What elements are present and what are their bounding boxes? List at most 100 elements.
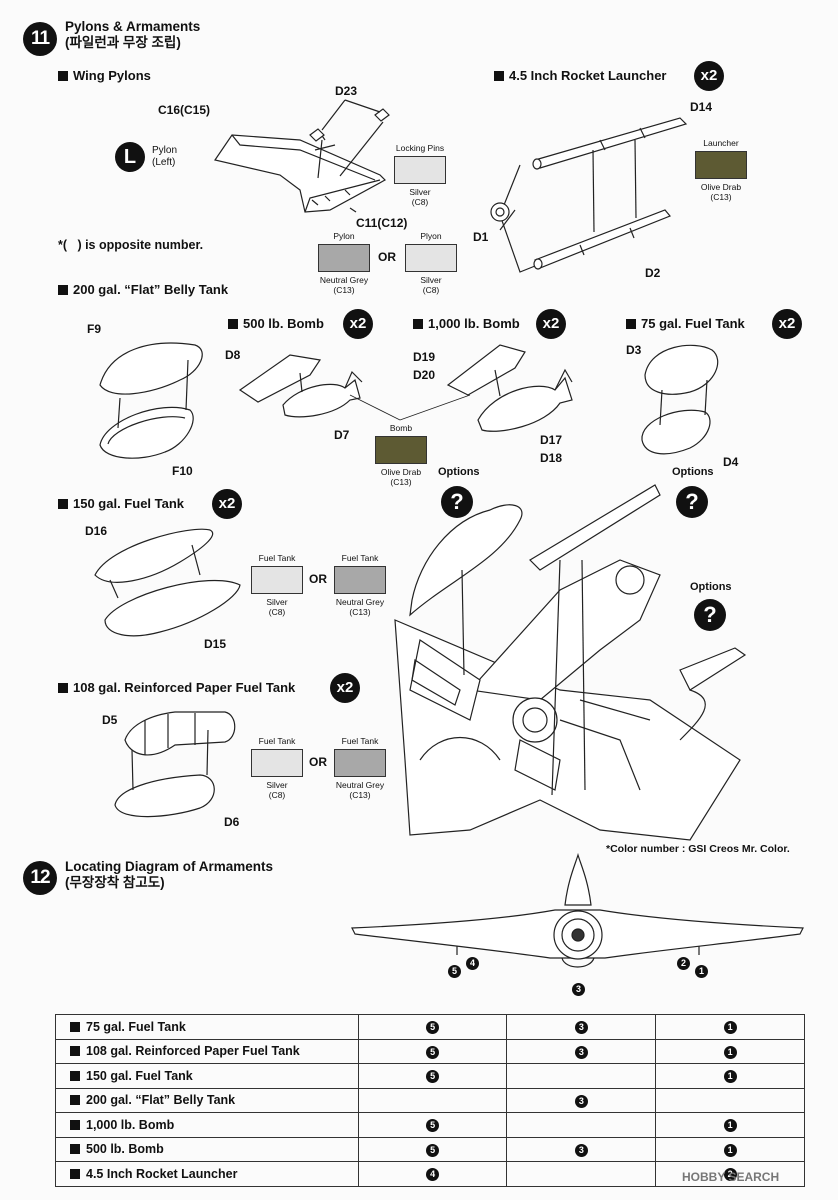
- armament-name-cell: 150 gal. Fuel Tank: [55, 1063, 359, 1089]
- options-label-2: Options: [672, 466, 714, 478]
- armament-name-cell: 4.5 Inch Rocket Launcher: [55, 1161, 359, 1187]
- step-12-title: Locating Diagram of Armaments (무장장착 참고도): [65, 859, 273, 891]
- aircraft-underside-drawing: [394, 484, 747, 841]
- station-3-marker: 3: [572, 983, 585, 996]
- tank150-heading: 150 gal. Fuel Tank: [58, 496, 184, 511]
- bullet-square-icon: [70, 1168, 80, 1179]
- part-d19: D19: [413, 350, 436, 364]
- swatch-label: Locking Pins: [395, 143, 445, 153]
- launcher-olive-drab-swatch: Launcher Olive Drab (C13): [690, 138, 752, 202]
- part-d7: D7: [334, 428, 350, 442]
- bullet-square-icon: [70, 1046, 80, 1057]
- armament-name: 200 gal. “Flat” Belly Tank: [86, 1093, 236, 1108]
- station-cell: 5: [357, 1038, 508, 1064]
- station-cell: [655, 1087, 805, 1113]
- swatch-label: Plyon: [420, 231, 442, 241]
- station-cell: 1: [655, 1112, 805, 1138]
- bullet-square-icon: [58, 285, 68, 295]
- swatch-color-name: Neutral Grey: [335, 597, 385, 607]
- swatch-color-name: Neutral Grey: [319, 275, 369, 285]
- bullet-square-icon: [70, 1144, 80, 1155]
- station-cell: 4: [357, 1161, 508, 1187]
- step-number-11: 11: [23, 22, 57, 56]
- bullet-square-icon: [413, 319, 423, 329]
- station-cell: [506, 1063, 657, 1089]
- tank150-drawing: [94, 528, 241, 637]
- step-11-subtitle: (파일런과 무장 조립): [65, 35, 181, 50]
- station-number-icon: 1: [723, 1045, 737, 1059]
- part-d2: D2: [645, 266, 661, 280]
- swatch-color-code: (C8): [268, 790, 286, 800]
- step-number-12: 12: [23, 861, 57, 895]
- tank75-drawing: [641, 344, 719, 455]
- bomb1000-heading: 1,000 lb. Bomb: [413, 316, 520, 331]
- tank108-heading-text: 108 gal. Reinforced Paper Fuel Tank: [73, 680, 296, 695]
- swatch-color-code: (C13): [710, 192, 732, 202]
- station-number-icon: 3: [574, 1021, 588, 1035]
- station-cell: 5: [357, 1014, 508, 1040]
- part-d19-d20: D19 D20: [413, 348, 435, 384]
- part-d20: D20: [413, 368, 436, 382]
- station-cell: 1: [655, 1038, 805, 1064]
- part-d16: D16: [85, 524, 108, 538]
- part-d3: D3: [626, 343, 642, 357]
- armament-name: 4.5 Inch Rocket Launcher: [86, 1166, 238, 1181]
- color-chip: [375, 436, 427, 464]
- tank150-neutral-grey-swatch: Fuel Tank Neutral Grey (C13): [329, 553, 391, 617]
- station-cell: 3: [506, 1014, 657, 1040]
- station-number-icon: 1: [723, 1021, 737, 1035]
- swatch-color-code: (C13): [349, 607, 371, 617]
- tank150-heading-text: 150 gal. Fuel Tank: [73, 496, 185, 511]
- swatch-label: Fuel Tank: [258, 736, 296, 746]
- station-5-marker: 5: [448, 965, 461, 978]
- bomb500-heading: 500 lb. Bomb: [228, 316, 324, 331]
- step-12-title-text: Locating Diagram of Armaments: [65, 859, 274, 874]
- swatch-label: Launcher: [703, 138, 739, 148]
- part-d15: D15: [204, 637, 227, 651]
- tank108-heading: 108 gal. Reinforced Paper Fuel Tank: [58, 680, 295, 695]
- pylon-neutral-grey-swatch: Pylon Neutral Grey (C13): [313, 231, 375, 295]
- swatch-color-code: (C13): [333, 285, 355, 295]
- color-chip: [334, 566, 386, 594]
- station-number-icon: 5: [426, 1045, 440, 1059]
- or-label: OR: [309, 572, 327, 586]
- bullet-square-icon: [58, 499, 68, 509]
- swatch-label: Fuel Tank: [341, 553, 379, 563]
- part-d17: D17: [540, 433, 563, 447]
- left-pylon-badge: L: [115, 142, 145, 172]
- station-number-icon: 5: [426, 1143, 440, 1157]
- tank75-heading-text: 75 gal. Fuel Tank: [641, 316, 745, 331]
- station-1-marker: 1: [695, 965, 708, 978]
- part-d18: D18: [540, 451, 563, 465]
- wing-pylons-heading: Wing Pylons: [58, 68, 151, 83]
- tank75-qty-badge: x2: [772, 309, 802, 339]
- station-cell: 3: [506, 1087, 657, 1113]
- station-cell: [506, 1161, 657, 1187]
- table-row: 200 gal. “Flat” Belly Tank 3: [55, 1087, 805, 1113]
- part-d1: D1: [473, 230, 489, 244]
- bomb-olive-drab-swatch: Bomb Olive Drab (C13): [370, 423, 432, 487]
- belly-tank-heading: 200 gal. “Flat” Belly Tank: [58, 282, 228, 297]
- bomb1000-qty-badge: x2: [536, 309, 566, 339]
- bullet-square-icon: [70, 1021, 80, 1032]
- bomb500-heading-text: 500 lb. Bomb: [243, 316, 324, 331]
- armament-name-cell: 108 gal. Reinforced Paper Fuel Tank: [55, 1038, 359, 1064]
- bomb1000-heading-text: 1,000 lb. Bomb: [428, 316, 520, 331]
- station-number-icon: 1: [723, 1119, 737, 1133]
- armament-name-cell: 75 gal. Fuel Tank: [55, 1014, 359, 1040]
- bomb500-qty-badge: x2: [343, 309, 373, 339]
- color-chip: [251, 749, 303, 777]
- swatch-color-name: Neutral Grey: [335, 780, 385, 790]
- belly-tank-drawing: [99, 342, 203, 459]
- swatch-color-code: (C8): [422, 285, 440, 295]
- watermark: HOBBY SEARCH: [682, 1170, 780, 1184]
- color-chip: [405, 244, 457, 272]
- locking-pins-swatch: Locking Pins Silver (C8): [388, 143, 452, 207]
- bullet-square-icon: [58, 71, 68, 81]
- rocket-launcher-heading-text: 4.5 Inch Rocket Launcher: [509, 68, 667, 83]
- bullet-square-icon: [70, 1119, 80, 1130]
- belly-tank-heading-text: 200 gal. “Flat” Belly Tank: [73, 282, 229, 297]
